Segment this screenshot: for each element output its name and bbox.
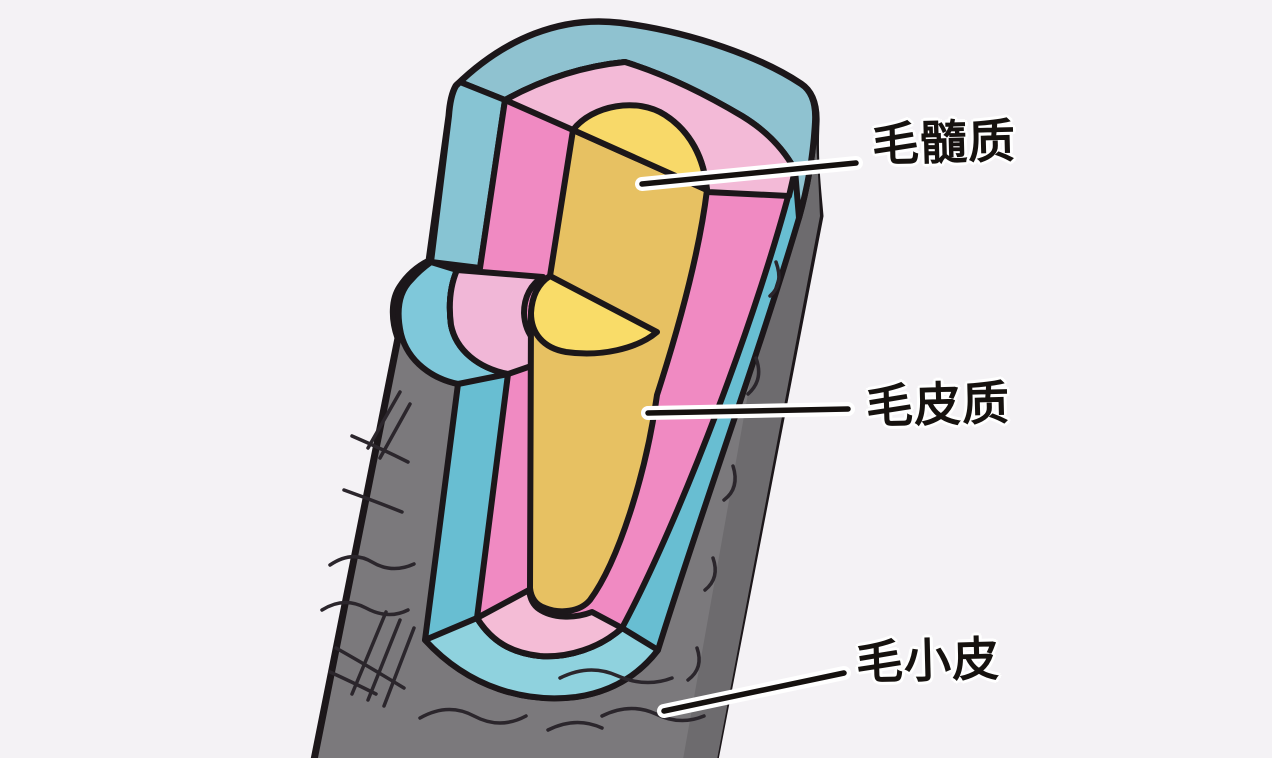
leader-lines bbox=[639, 160, 859, 714]
leader-line-cortex bbox=[645, 406, 851, 416]
leader-line-cuticle bbox=[661, 670, 847, 714]
yellow-step-face bbox=[528, 273, 660, 357]
leader-line-medulla bbox=[639, 160, 859, 187]
label-cortex: 毛皮质 bbox=[865, 376, 1011, 435]
yellow-core-layer bbox=[527, 127, 710, 615]
yellow-dome-top bbox=[570, 102, 710, 193]
cuticle-texture-marks bbox=[320, 260, 781, 732]
label-cuticle: 毛小皮 bbox=[855, 632, 1001, 691]
label-medulla: 毛髓质 bbox=[871, 114, 1017, 173]
